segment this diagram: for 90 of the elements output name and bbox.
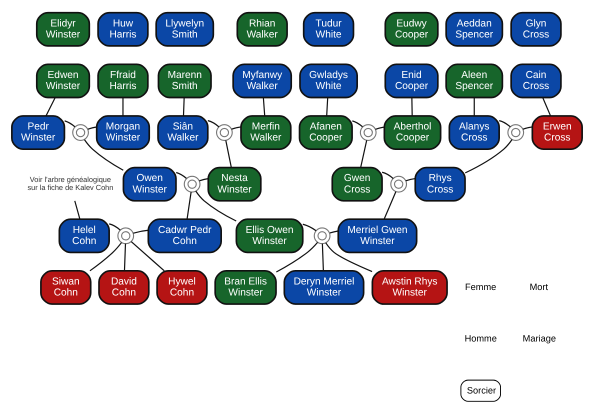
connector (84, 139, 124, 171)
node-box: Eudwy Cooper (384, 12, 439, 47)
node-box: Awstin Rhys Winster (372, 270, 448, 305)
connector (474, 98, 475, 116)
connector (88, 126, 97, 130)
node-rings (216, 124, 233, 141)
node-box: Tudur White (302, 12, 354, 47)
node-box: Merriel Gwen Winster (337, 218, 418, 254)
node-rings (507, 124, 524, 141)
node-box: Pedr Winster (11, 115, 66, 150)
node-rings (72, 124, 89, 141)
connector (276, 242, 318, 273)
connector (90, 242, 122, 272)
legend-label: Homme (464, 333, 497, 344)
legend-label: Femme (465, 282, 496, 292)
node-box: Siân Walker (157, 115, 209, 150)
connector (406, 178, 416, 182)
connector (231, 126, 241, 130)
node-box: Aeddan Spencer (445, 12, 504, 47)
connector (382, 172, 394, 179)
node-box: Rhian Walker (236, 12, 288, 47)
node-box: Myfanwy Walker (232, 63, 292, 98)
connector (375, 126, 384, 130)
node-box: Ellis Owen Winster (236, 218, 304, 254)
node-box: David Cohn (98, 270, 150, 305)
node-box: Afanen Cooper (298, 115, 353, 150)
legend-label: Sorcier (466, 385, 496, 396)
node-rings (360, 124, 377, 141)
connector (464, 139, 513, 174)
legend-label: Mort (530, 282, 548, 292)
node-box: Erwen Cross (532, 115, 583, 150)
connector (262, 98, 266, 116)
connector (384, 191, 396, 220)
node-box: Rhys Cross (414, 166, 466, 202)
node-box: Deryn Merriel Winster (284, 270, 364, 305)
connector (46, 97, 56, 116)
connector (360, 140, 368, 168)
node-box: Elidyr Winster (36, 12, 90, 47)
node-rings (390, 176, 408, 193)
node-box: Aberthol Cooper (384, 115, 442, 150)
connector (411, 98, 413, 116)
connector (109, 223, 121, 231)
node-box: Glyn Cross (510, 12, 562, 47)
connector (182, 98, 185, 116)
connector (199, 178, 208, 182)
connector (499, 120, 511, 128)
node-rings (314, 227, 331, 244)
connector (352, 120, 363, 128)
node-box: Aleen Spencer (445, 63, 504, 98)
node-box: Bran Ellis Winster (214, 270, 277, 305)
node-box: Owen Winster (122, 166, 177, 202)
node-box: Siwan Cohn (40, 270, 92, 305)
node-box: Cadwr Pedr Cohn (148, 218, 222, 254)
node-box: Merfin Walker (240, 115, 292, 150)
connector (325, 242, 372, 272)
connector (542, 97, 552, 116)
connector (302, 224, 316, 232)
connector (74, 200, 80, 220)
connector (322, 244, 324, 271)
node-box: Alanys Cross (448, 115, 500, 150)
connector (195, 190, 236, 222)
connector (64, 120, 76, 128)
connector (208, 120, 220, 128)
node-box: Huw Harris (97, 12, 149, 47)
legend-label: Mariage (522, 333, 556, 344)
connector (122, 98, 124, 116)
connector (124, 244, 126, 271)
node-box: Marenn Smith (158, 63, 212, 98)
node-box: Hywel Cohn (156, 270, 208, 305)
node-rings (184, 176, 201, 193)
connector (326, 98, 328, 116)
node-box: Edwen Winster (36, 63, 90, 98)
node-box: Gwen Cross (331, 166, 383, 202)
node-box: Helel Cohn (58, 218, 110, 254)
connector (225, 140, 232, 168)
node-rings (117, 227, 134, 244)
node-box: Ffraid Harris (97, 63, 149, 98)
connector (186, 192, 192, 220)
node-box: Enid Cooper (384, 63, 439, 98)
connector (130, 241, 165, 272)
connector (133, 230, 148, 234)
node-text: Voir l'arbre généalogique sur la fiche de Kalev Cohn (27, 174, 114, 192)
node-box: Cain Cross (510, 63, 562, 98)
node-box: Nesta Winster (207, 166, 262, 202)
node-box: Llywelyn Smith (155, 12, 214, 47)
node-box: Morgan Winster (96, 115, 150, 150)
connector (330, 230, 338, 234)
connector (176, 172, 187, 179)
connector (522, 126, 532, 130)
node-box: Gwladys White (299, 63, 358, 98)
